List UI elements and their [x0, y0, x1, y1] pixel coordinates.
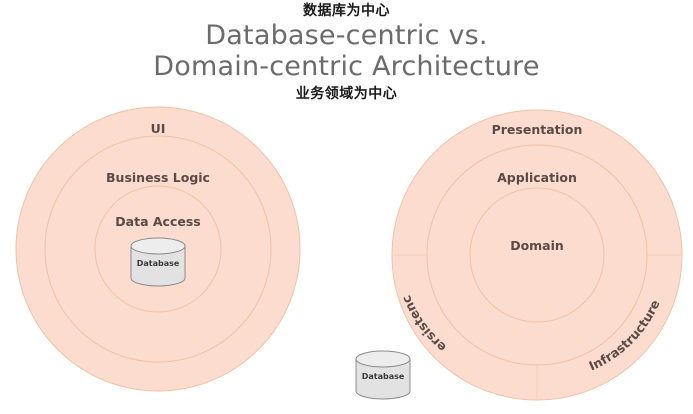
left-ring-label-ui: UI	[151, 121, 166, 136]
left-database-label: Database	[137, 259, 180, 268]
right-ring-label-domain: Domain	[510, 238, 564, 253]
left-architecture-circle: UI Business Logic Data Access Database	[15, 106, 301, 392]
cylinder-body	[355, 358, 411, 400]
bottom-database-label: Database	[362, 372, 405, 381]
right-ring-inner-domain[interactable]	[469, 187, 605, 323]
left-database-cylinder[interactable]: Database	[130, 237, 186, 287]
cylinder-top	[355, 350, 411, 368]
left-ring-label-data-access: Data Access	[115, 214, 200, 229]
right-ring-label-presentation: Presentation	[492, 122, 583, 137]
cylinder-top	[130, 237, 186, 255]
cylinder-body	[130, 245, 186, 287]
left-ring-label-business-logic: Business Logic	[106, 170, 210, 185]
bottom-database-cylinder[interactable]: Database	[355, 350, 411, 400]
right-ring-label-application: Application	[497, 170, 577, 185]
